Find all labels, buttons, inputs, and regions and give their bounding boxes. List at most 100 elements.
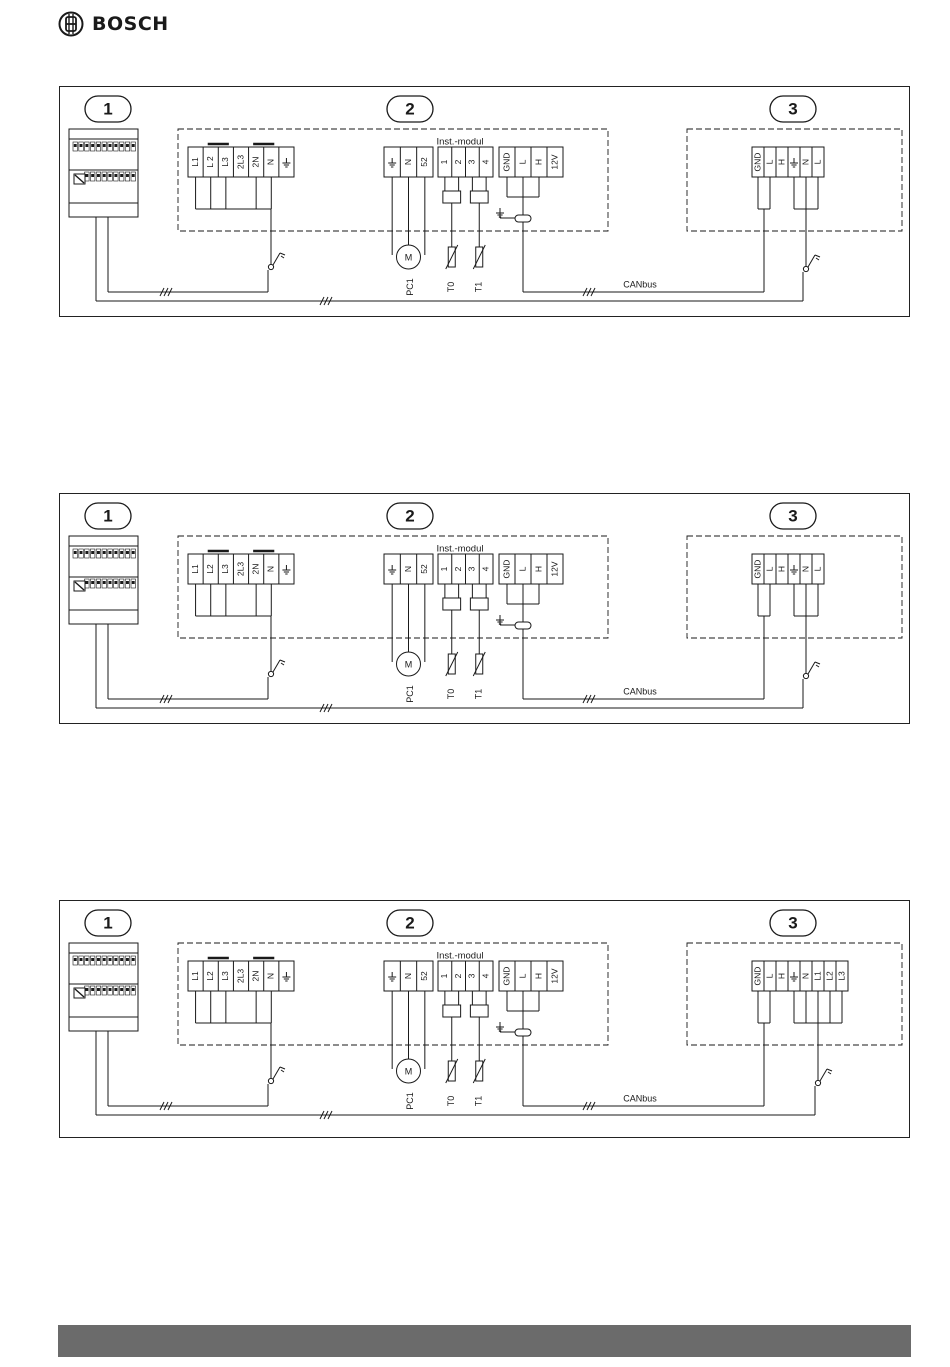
breaker-toggle: [120, 144, 123, 147]
feed-marker-icon: [160, 695, 172, 703]
module-enclosure: [178, 943, 608, 1045]
sensor-plug: [470, 191, 488, 203]
canbus-label: CANbus: [623, 1093, 657, 1103]
terminal-label: L3: [220, 157, 230, 167]
relief-line: [281, 663, 284, 665]
breaker-toggle: [109, 551, 112, 554]
breaker-toggle: [103, 958, 106, 961]
terminal-label: 3: [467, 973, 477, 978]
pump-terminal-block: N52: [384, 147, 433, 177]
relief-line: [815, 255, 820, 257]
relief-line: [273, 253, 280, 265]
terminal-label: 1: [439, 159, 449, 164]
breaker-toggle: [132, 958, 135, 961]
callout-unit-2: 2: [387, 503, 433, 529]
terminal-label: 52: [419, 564, 429, 574]
callout-unit-2: 2: [387, 910, 433, 936]
sensor-plug: [443, 191, 461, 203]
unit3-terminal-block: GNDLHNL: [752, 554, 824, 584]
callout-number: 2: [405, 913, 414, 932]
breaker-toggle: [114, 174, 117, 177]
terminal-label: 1: [439, 973, 449, 978]
terminal-label: N: [403, 159, 413, 165]
callout-unit-1: 1: [85, 910, 131, 936]
breaker-toggle: [114, 551, 117, 554]
terminal-label: 1: [439, 566, 449, 571]
breaker-toggle: [109, 144, 112, 147]
relief-line: [815, 662, 820, 664]
breaker-toggle: [85, 988, 88, 991]
pump-terminal-block: N52: [384, 961, 433, 991]
canbus-label: CANbus: [623, 686, 657, 696]
terminal-label: L: [517, 159, 527, 164]
callout-unit-1: 1: [85, 503, 131, 529]
breaker-toggle: [91, 581, 94, 584]
breaker-toggle: [103, 144, 106, 147]
canbus-marker-icon: [583, 1102, 595, 1110]
pump-label: PC1: [405, 1092, 415, 1110]
breaker-toggle: [132, 144, 135, 147]
breaker-toggle: [85, 174, 88, 177]
relief-eye: [268, 1078, 273, 1083]
terminal-label: H: [776, 973, 786, 979]
sensor-plug: [470, 598, 488, 610]
breaker-toggle: [120, 988, 123, 991]
circuit-breaker-panel: [69, 536, 138, 624]
terminal-label: L: [764, 566, 774, 571]
terminal-label: H: [533, 159, 543, 165]
sensor-label: T0: [446, 689, 456, 700]
relief-line: [827, 1069, 832, 1071]
terminal-label: GND: [501, 153, 511, 172]
cable-shield-icon: [515, 215, 531, 222]
breaker-toggle: [103, 988, 106, 991]
breaker-toggle: [103, 581, 106, 584]
terminal-label: 52: [419, 971, 429, 981]
relief-eye: [268, 671, 273, 676]
breaker-toggle: [132, 174, 135, 177]
terminal-label: 2L3: [235, 562, 245, 576]
footer-bar: [58, 1325, 911, 1357]
circuit-breaker-panel: [69, 129, 138, 217]
terminal-label: N: [800, 159, 810, 165]
relief-line: [280, 660, 285, 662]
breaker-toggle: [132, 988, 135, 991]
sensor-terminal-block: 1234: [438, 961, 493, 991]
terminal-label: 3: [467, 566, 477, 571]
relief-line: [808, 662, 815, 674]
pump-motor-symbol: M: [405, 252, 413, 262]
terminal-label: L3: [220, 971, 230, 981]
breaker-toggle: [120, 958, 123, 961]
terminal-label: L2: [205, 564, 215, 574]
breaker-toggle: [114, 581, 117, 584]
brand-name: BOSCH: [92, 13, 169, 35]
terminal-label: 2: [453, 566, 463, 571]
module-enclosure: [178, 129, 608, 231]
terminal-label: L2: [824, 971, 834, 981]
feed-marker-icon: [160, 1102, 172, 1110]
canbus-label: CANbus: [623, 279, 657, 289]
terminal-label: L: [812, 159, 822, 164]
terminal-label: L2: [205, 971, 215, 981]
relief-line: [828, 1072, 831, 1074]
terminal-label: N: [800, 566, 810, 572]
terminal-label: L3: [836, 971, 846, 981]
breaker-toggle: [80, 551, 83, 554]
breaker-toggle: [126, 958, 129, 961]
canbus-marker-icon: [583, 288, 595, 296]
terminal-label: 3: [467, 159, 477, 164]
breaker-toggle: [74, 144, 77, 147]
relief-line: [280, 1067, 285, 1069]
terminal-label: 4: [480, 566, 490, 571]
terminal-label: GND: [501, 967, 511, 986]
wiring-diagram-svg: 123L1L 2L32L32NNN521234GNDLH12VInst.-mod…: [60, 87, 909, 316]
unit3-terminal-block: GNDLHNL: [752, 147, 824, 177]
relief-line: [280, 253, 285, 255]
brand-header: BOSCH: [58, 10, 169, 38]
terminal-label: L: [812, 566, 822, 571]
